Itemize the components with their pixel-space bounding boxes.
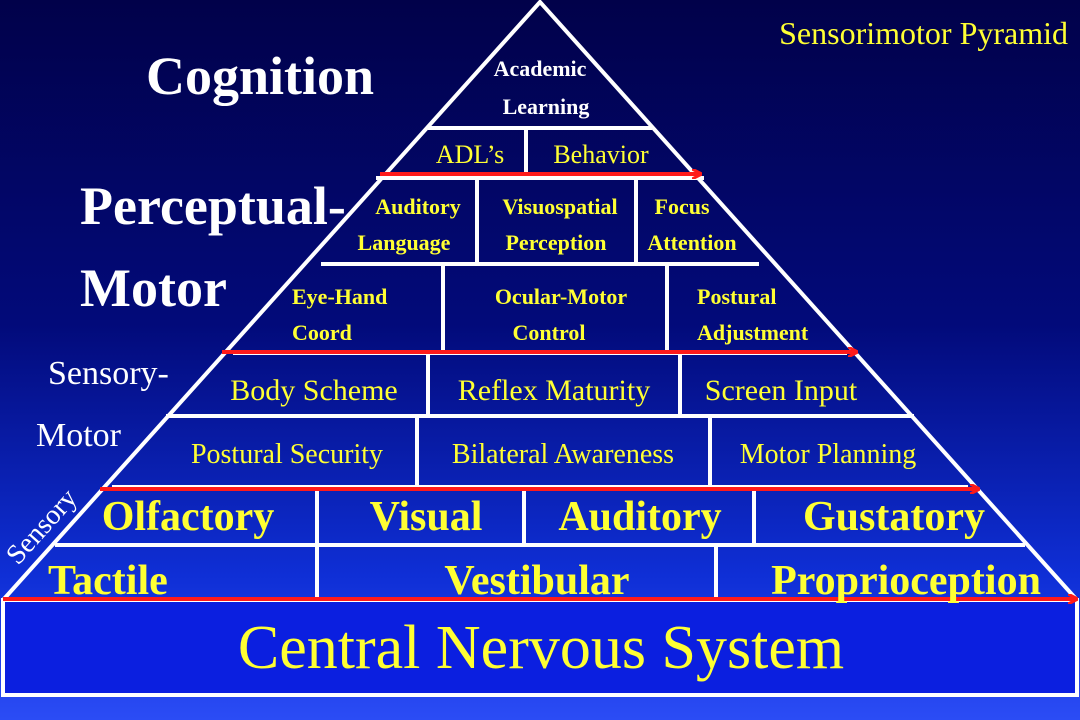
cell-motor-planning: Motor Planning <box>740 439 917 470</box>
cell-gustatory: Gustatory <box>803 494 985 540</box>
cell-auditory: Auditory <box>558 494 721 540</box>
cell-visuospatial-line1: Visuospatial <box>502 194 617 219</box>
pyramid-title: Sensorimotor Pyramid <box>779 15 1068 51</box>
cell-academic-line2: Learning <box>503 94 590 119</box>
label-perceptual-line2: Motor <box>80 258 227 318</box>
red-arrows <box>3 174 1076 599</box>
cns-base <box>1 598 1079 697</box>
cell-postural-line1: Postural <box>697 284 776 309</box>
cell-adls: ADL’s <box>436 140 504 169</box>
cell-auditory-language-line1: Auditory <box>375 194 461 219</box>
cell-postural-line2: Adjustment <box>697 320 809 345</box>
cell-ocular-motor-line2: Control <box>513 320 586 345</box>
cns-label: Central Nervous System <box>238 614 844 682</box>
label-perceptual-line1: Perceptual- <box>80 176 346 236</box>
cell-behavior: Behavior <box>553 140 649 169</box>
cell-auditory-language-line2: Language <box>358 230 451 255</box>
cell-body-scheme: Body Scheme <box>230 374 397 407</box>
cell-proprioception: Proprioception <box>771 558 1041 604</box>
cell-dividers <box>315 128 756 600</box>
cell-visuospatial-line2: Perception <box>505 230 606 255</box>
cell-focus-line2: Attention <box>647 230 736 255</box>
cell-vestibular: Vestibular <box>444 558 629 604</box>
label-sensory-motor-line2: Motor <box>36 417 122 454</box>
cell-ocular-motor-line1: Ocular-Motor <box>495 284 628 309</box>
cell-reflex-maturity: Reflex Maturity <box>458 374 650 407</box>
cell-eye-hand-line2: Coord <box>292 320 352 345</box>
cell-tactile: Tactile <box>48 558 168 604</box>
label-cognition: Cognition <box>146 46 374 106</box>
cell-screen-input: Screen Input <box>705 374 858 407</box>
cell-eye-hand-line1: Eye-Hand <box>292 284 387 309</box>
cell-bilateral-awareness: Bilateral Awareness <box>452 439 674 470</box>
cell-postural-security: Postural Security <box>191 439 383 470</box>
cell-focus-line1: Focus <box>655 194 710 219</box>
cell-olfactory: Olfactory <box>102 494 275 540</box>
cell-academic-line1: Academic <box>494 56 587 81</box>
pyramid-outline <box>1 0 1079 602</box>
cell-visual: Visual <box>370 494 483 540</box>
label-sensory-motor-line1: Sensory- <box>48 355 169 392</box>
